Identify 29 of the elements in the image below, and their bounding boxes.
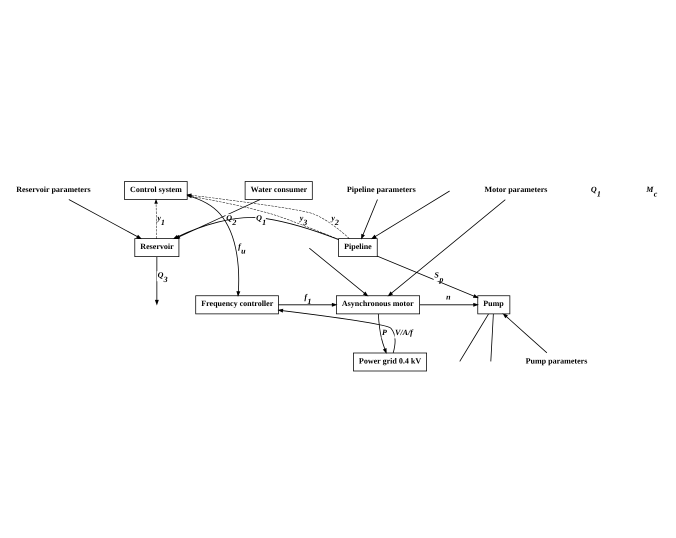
arrow (154, 199, 158, 239)
edge-label: P (382, 328, 387, 337)
arrow (376, 256, 479, 298)
edge-label: n (446, 292, 451, 302)
connector (490, 313, 494, 362)
node-box: Water consumer (244, 181, 313, 200)
node-text: Pipeline parameters (346, 184, 416, 194)
arrow (370, 190, 450, 240)
arrow (419, 302, 479, 307)
node-text: Motor parameters (484, 184, 548, 194)
connector (459, 313, 490, 362)
arrow (68, 199, 142, 240)
arrow (502, 313, 548, 354)
node-box: Frequency controller (195, 295, 279, 314)
arrow (278, 302, 338, 307)
edge-label: V/A/f (395, 328, 413, 337)
node-box: Control system (124, 181, 188, 200)
node-text: Reservoir parameters (16, 184, 91, 194)
node-box: Power grid 0.4 kV (353, 352, 427, 372)
node-text: Pump parameters (526, 356, 588, 366)
arrow (308, 248, 368, 297)
node-box: Pump (477, 295, 510, 314)
arrow (154, 256, 159, 306)
arrow (388, 199, 506, 296)
arrow (277, 308, 396, 354)
node-box: Pipeline (338, 238, 378, 258)
node-box: Reservoir (134, 238, 180, 258)
node-box: Asynchronous motor (336, 295, 420, 314)
arrow (361, 199, 378, 240)
